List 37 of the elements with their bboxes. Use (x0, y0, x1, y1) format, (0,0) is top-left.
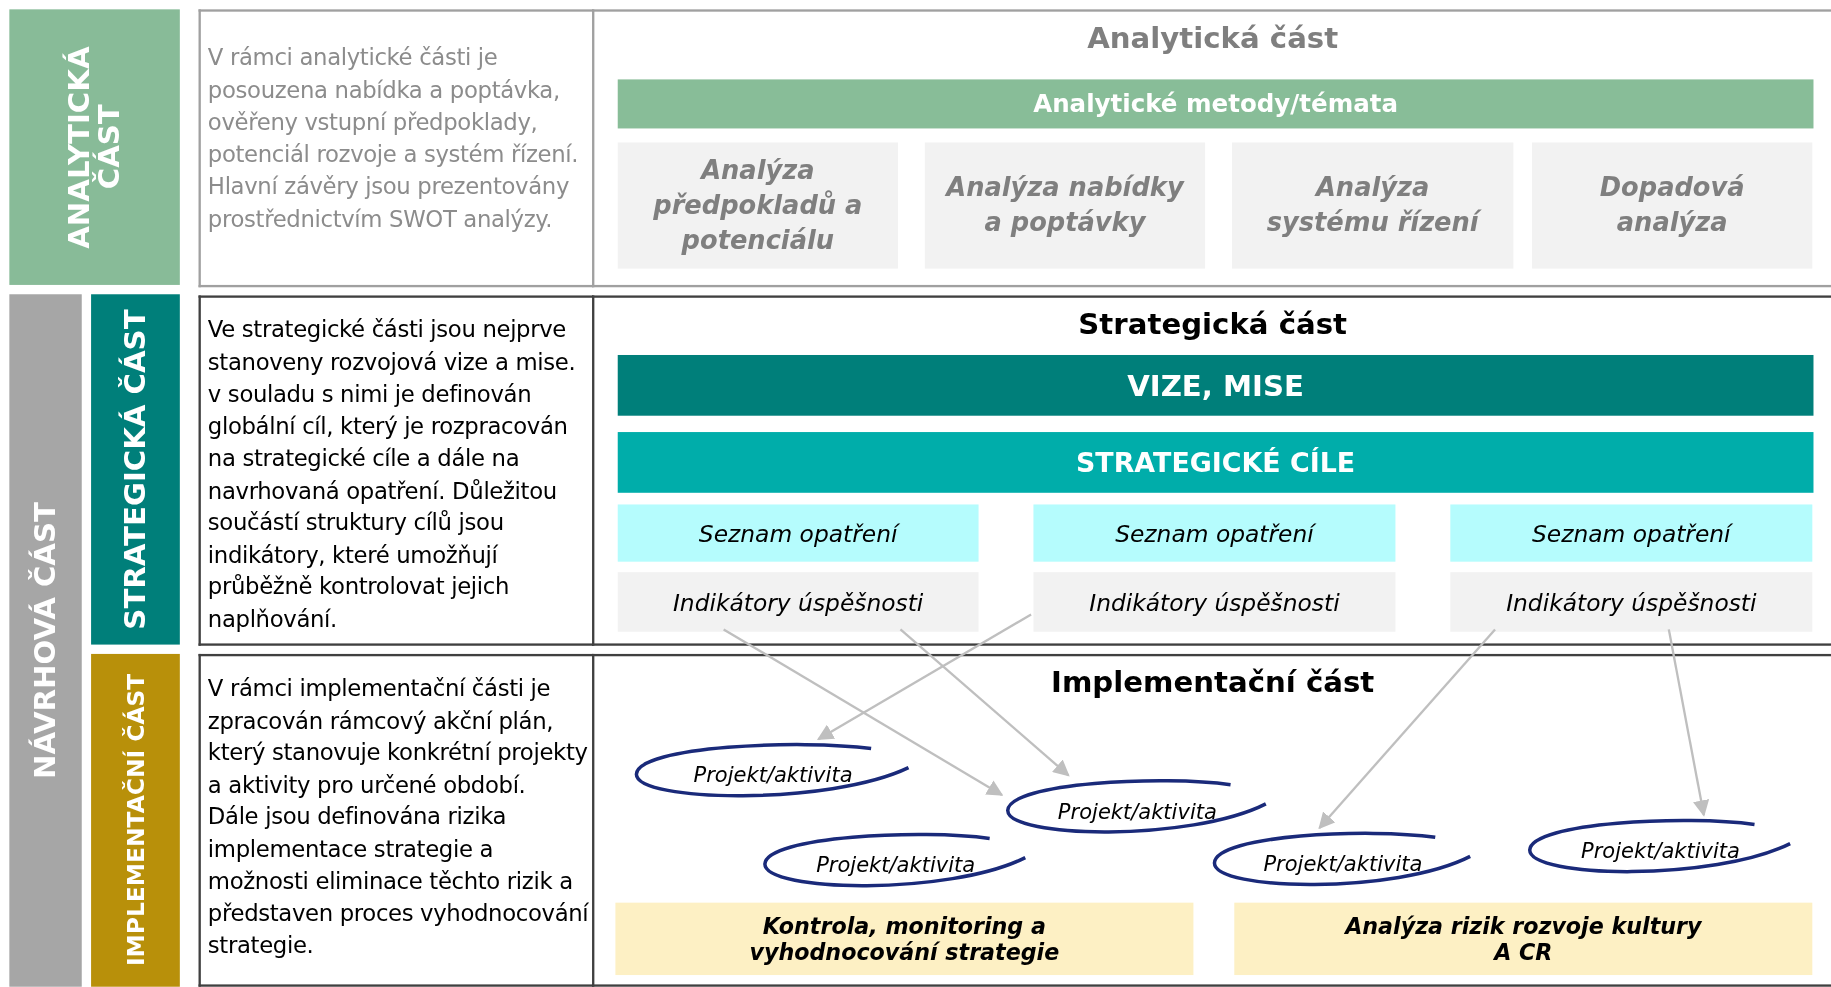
section-band: IMPLEMENTAČNÍ ČÁST (91, 653, 180, 987)
analysis-box: Analýza nabídky a poptávky (924, 142, 1206, 269)
measure-box: Indikátory úspěšnosti (1450, 572, 1813, 632)
measure-box: Indikátory úspěšnosti (1033, 572, 1396, 632)
panel-title: Implementační část (1050, 665, 1376, 700)
measure-box: Seznam opatření (617, 504, 979, 562)
measure-box: Indikátory úspěšnosti (617, 572, 979, 632)
description-box (198, 9, 594, 288)
analysis-box: Dopadová analýza (1532, 142, 1813, 269)
heading-bar: STRATEGICKÉ CÍLE (617, 432, 1814, 493)
panel-title: Strategická část (1077, 307, 1348, 341)
measure-box: Seznam opatření (1450, 504, 1813, 562)
section-band: NÁVRHOVÁ ČÁST (9, 294, 82, 987)
arrow (1318, 628, 1496, 830)
arrow (816, 613, 1032, 741)
description-text: Ve strategické části jsou nejprve stanoveny rozvojová vize a mise. v souladu s nimi je definován globální cíl, který je rozpracován na strategické cíle a dále na navrhovaná opatření. Důležitou součástí struktury cílů jsou indikátory, které umožňují průběžně kontrolovat jejich naplňování. (207, 315, 577, 635)
panel-title: Analytická část (1086, 21, 1340, 55)
heading-bar: Analytické metody/témata (617, 79, 1814, 129)
arrow (899, 628, 1070, 777)
section-panel (592, 295, 1831, 646)
description-text: V rámci implementační části je zpracován rámcový akční plán, který stanovuje konkrétní projekty a aktivity pro určené období. (207, 673, 589, 801)
heading-bar: VIZE, MISE (617, 355, 1814, 416)
description-text: V rámci analytické části je posouzena nabídka a poptávka, ověřeny vstupní předpoklady, potenciál rozvoje a systém řízení. (207, 43, 580, 170)
description-text: Hlavní závěry jsou prezentovány prostřednictvím SWOT analýzy. (207, 171, 571, 234)
analysis-box: Analýza systému řízení (1231, 142, 1514, 269)
section-band: ANALYTICKÁ ČÁST (9, 9, 180, 285)
section-band: STRATEGICKÁ ČÁST (91, 294, 180, 645)
process-box: Analýza rizik rozvoje kultury A CR (1234, 902, 1813, 976)
section-panel (592, 653, 1831, 987)
process-box: Kontrola, monitoring a vyhodnocování strategie (615, 902, 1194, 976)
measure-box: Seznam opatření (1033, 504, 1396, 562)
description-box (198, 653, 594, 987)
arrow (1667, 629, 1710, 817)
arrow (723, 628, 1004, 796)
description-text: Dále jsou definována rizika implementace strategie a možnosti eliminace těchto rizik a představen proces vyhodnocování strategie. (207, 802, 589, 961)
section-panel (592, 9, 1831, 288)
analysis-box: Analýza předpokladů a potenciálu (617, 142, 898, 269)
